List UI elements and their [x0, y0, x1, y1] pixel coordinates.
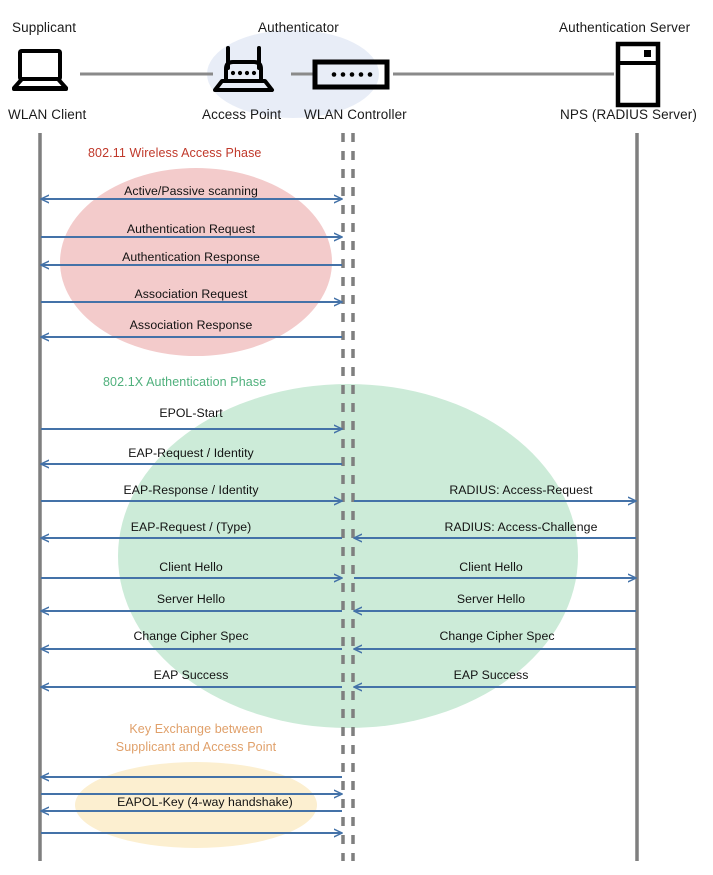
- laptop-icon: [12, 49, 68, 91]
- role-title-supplicant: Supplicant: [12, 20, 77, 35]
- message-label-change-cipher-spec-right: Change Cipher Spec: [439, 629, 555, 643]
- phase-label-key-exchange-line2: Supplicant and Access Point: [115, 740, 277, 754]
- message-label-server-hello-right: Server Hello: [456, 592, 526, 606]
- wlan-controller-icon: [312, 59, 390, 90]
- message-label-radius-access-challenge: RADIUS: Access-Challenge: [444, 520, 598, 534]
- message-label-radius-access-request: RADIUS: Access-Request: [449, 483, 593, 497]
- message-label-active-passive-scanning: Active/Passive scanning: [124, 184, 258, 198]
- message-label-authentication-response: Authentication Response: [122, 250, 260, 264]
- role-title-authenticator: Authenticator: [258, 20, 339, 35]
- message-label-association-response: Association Response: [129, 318, 253, 332]
- message-label-association-request: Association Request: [134, 287, 248, 301]
- server-icon: [615, 41, 661, 108]
- phase-ellipse-8021x: [118, 384, 578, 728]
- phase-label-80211: 802.11 Wireless Access Phase: [88, 146, 262, 160]
- device-label-wlan-client: WLAN Client: [8, 107, 87, 122]
- phase-ellipse-key-exchange: [75, 762, 317, 848]
- message-label-eap-success-right: EAP Success: [453, 668, 529, 682]
- role-title-auth-server: Authentication Server: [559, 20, 691, 35]
- message-label-eap-request-identity: EAP-Request / Identity: [128, 446, 254, 460]
- message-label-epol-start: EPOL-Start: [159, 406, 223, 420]
- phase-label-8021x: 802.1X Authentication Phase: [103, 375, 267, 389]
- message-label-client-hello-left: Client Hello: [159, 560, 223, 574]
- message-label-change-cipher-spec-left: Change Cipher Spec: [133, 629, 249, 643]
- message-label-client-hello-right: Client Hello: [459, 560, 523, 574]
- access-point-icon: [213, 46, 274, 92]
- message-label-eapol-key: EAPOL-Key (4-way handshake): [117, 795, 293, 809]
- device-label-access-point: Access Point: [202, 107, 282, 122]
- device-label-wlan-controller: WLAN Controller: [304, 107, 407, 122]
- phase-label-key-exchange-line1: Key Exchange between: [129, 722, 263, 736]
- message-label-eap-request-type: EAP-Request / (Type): [130, 520, 252, 534]
- message-label-authentication-request: Authentication Request: [126, 222, 256, 236]
- message-label-eap-response-identity: EAP-Response / Identity: [123, 483, 259, 497]
- phase-ellipse-80211: [60, 168, 332, 356]
- device-label-nps: NPS (RADIUS Server): [560, 107, 697, 122]
- message-label-server-hello-left: Server Hello: [156, 592, 226, 606]
- message-label-eap-success-left: EAP Success: [153, 668, 229, 682]
